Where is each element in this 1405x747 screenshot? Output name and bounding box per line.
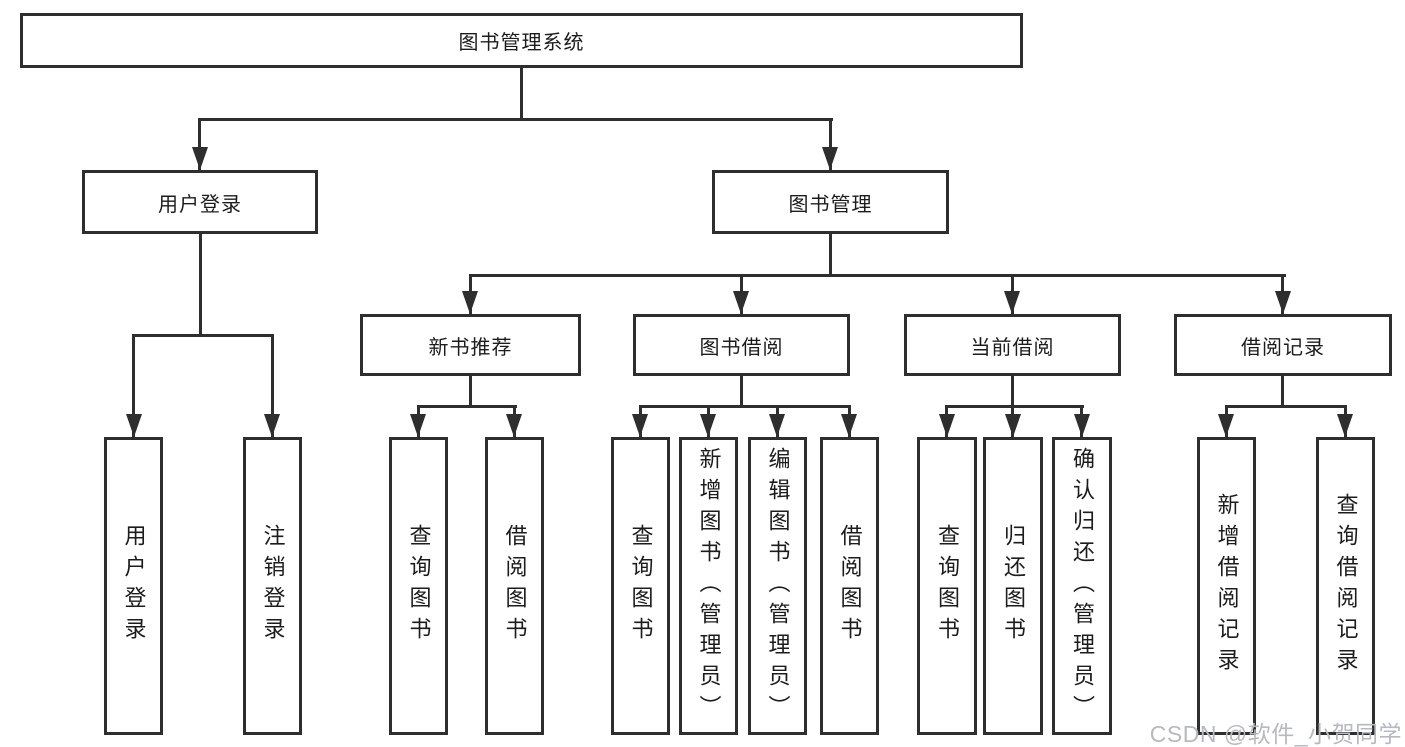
leaf-edit-book-admin: 编辑图书（管理员）	[748, 437, 807, 735]
arrow-down-icon	[733, 291, 749, 314]
node-book-mgmt-label: 图书管理	[788, 193, 873, 216]
connector-module-stem	[1281, 374, 1284, 407]
arrow-down-icon	[1005, 414, 1021, 437]
leaf-query-books-2: 查询图书	[611, 437, 670, 735]
leaf-borrow-books-2: 借阅图书	[820, 437, 879, 735]
arrow-down-icon	[462, 291, 478, 314]
leaf-add-borrow-record: 新增借阅记录	[1197, 437, 1256, 735]
leaf-label: 查询图书	[935, 524, 960, 648]
connector-level3-bus	[469, 274, 1286, 277]
connector-user-login-stem	[199, 232, 202, 337]
leaf-return-book: 归还图书	[983, 437, 1043, 735]
leaf-label: 编辑图书（管理员）	[765, 446, 791, 726]
connector-module-stem	[740, 374, 743, 407]
arrow-down-icon	[632, 414, 648, 437]
connector-drop-leaf	[271, 334, 274, 437]
leaf-confirm-return-admin: 确认归还（管理员）	[1052, 437, 1112, 735]
arrow-down-icon	[769, 414, 785, 437]
connector-module-stem	[469, 374, 472, 407]
leaf-add-book-admin: 新增图书（管理员）	[679, 437, 738, 735]
connector-drop-user-login	[198, 118, 201, 170]
arrow-down-icon	[1337, 414, 1353, 437]
arrow-down-icon	[192, 147, 208, 170]
connector-leaf-bus	[639, 405, 851, 408]
connector-level2-bus	[198, 118, 833, 121]
arrow-down-icon	[939, 414, 955, 437]
arrow-down-icon	[1004, 291, 1020, 314]
connector-book-mgmt-stem	[829, 232, 832, 277]
connector-root-stem	[520, 66, 523, 121]
connector-module-stem	[1011, 374, 1014, 407]
watermark: CSDN @软件_小贺同学	[1149, 721, 1402, 747]
arrow-down-icon	[264, 414, 280, 437]
leaf-query-books-3: 查询图书	[917, 437, 977, 735]
connector-leaf-bus	[1225, 405, 1347, 408]
arrow-down-icon	[1275, 291, 1291, 314]
leaf-label: 用户登录	[121, 524, 147, 648]
node-book-borrow-label: 图书借阅	[699, 336, 784, 359]
node-new-book-recommend: 新书推荐	[360, 314, 581, 376]
arrow-down-icon	[841, 414, 857, 437]
connector-leaf-bus	[417, 405, 517, 408]
leaf-label: 新增图书（管理员）	[696, 446, 722, 726]
leaf-label: 确认归还（管理员）	[1070, 446, 1095, 726]
leaf-label: 查询图书	[406, 524, 432, 648]
connector-leaf-bus	[945, 405, 1084, 408]
leaf-label: 新增借阅记录	[1214, 493, 1240, 679]
leaf-label: 借阅图书	[837, 524, 863, 648]
arrow-down-icon	[1218, 414, 1234, 437]
leaf-label: 查询借阅记录	[1333, 493, 1359, 679]
arrow-down-icon	[410, 414, 426, 437]
node-book-borrow: 图书借阅	[633, 314, 850, 376]
arrow-down-icon	[1074, 414, 1090, 437]
leaf-user-login: 用户登录	[104, 437, 163, 735]
node-book-mgmt: 图书管理	[712, 170, 949, 234]
arrow-down-icon	[126, 414, 142, 437]
connector-user-login-bus	[132, 334, 274, 337]
leaf-query-books-1: 查询图书	[389, 437, 448, 735]
connector-drop-book-mgmt	[829, 118, 832, 170]
node-user-login: 用户登录	[82, 170, 318, 234]
arrow-down-icon	[822, 147, 838, 170]
arrow-down-icon	[506, 414, 522, 437]
node-borrow-records-label: 借阅记录	[1241, 336, 1325, 359]
leaf-label: 查询图书	[628, 524, 654, 648]
leaf-label: 归还图书	[1001, 524, 1026, 648]
node-current-borrow: 当前借阅	[904, 314, 1121, 376]
leaf-logout: 注销登录	[243, 437, 302, 735]
node-root: 图书管理系统	[20, 13, 1023, 68]
arrow-down-icon	[700, 414, 716, 437]
node-root-label: 图书管理系统	[458, 32, 585, 54]
leaf-borrow-books-1: 借阅图书	[485, 437, 544, 735]
leaf-label: 注销登录	[260, 524, 286, 648]
node-current-borrow-label: 当前借阅	[970, 336, 1055, 359]
leaf-query-borrow-record: 查询借阅记录	[1316, 437, 1375, 735]
node-new-book-recommend-label: 新书推荐	[428, 336, 513, 359]
leaf-label: 借阅图书	[502, 524, 528, 648]
node-borrow-records: 借阅记录	[1174, 314, 1392, 376]
node-user-login-label: 用户登录	[158, 193, 242, 216]
connector-drop-leaf	[132, 334, 135, 437]
